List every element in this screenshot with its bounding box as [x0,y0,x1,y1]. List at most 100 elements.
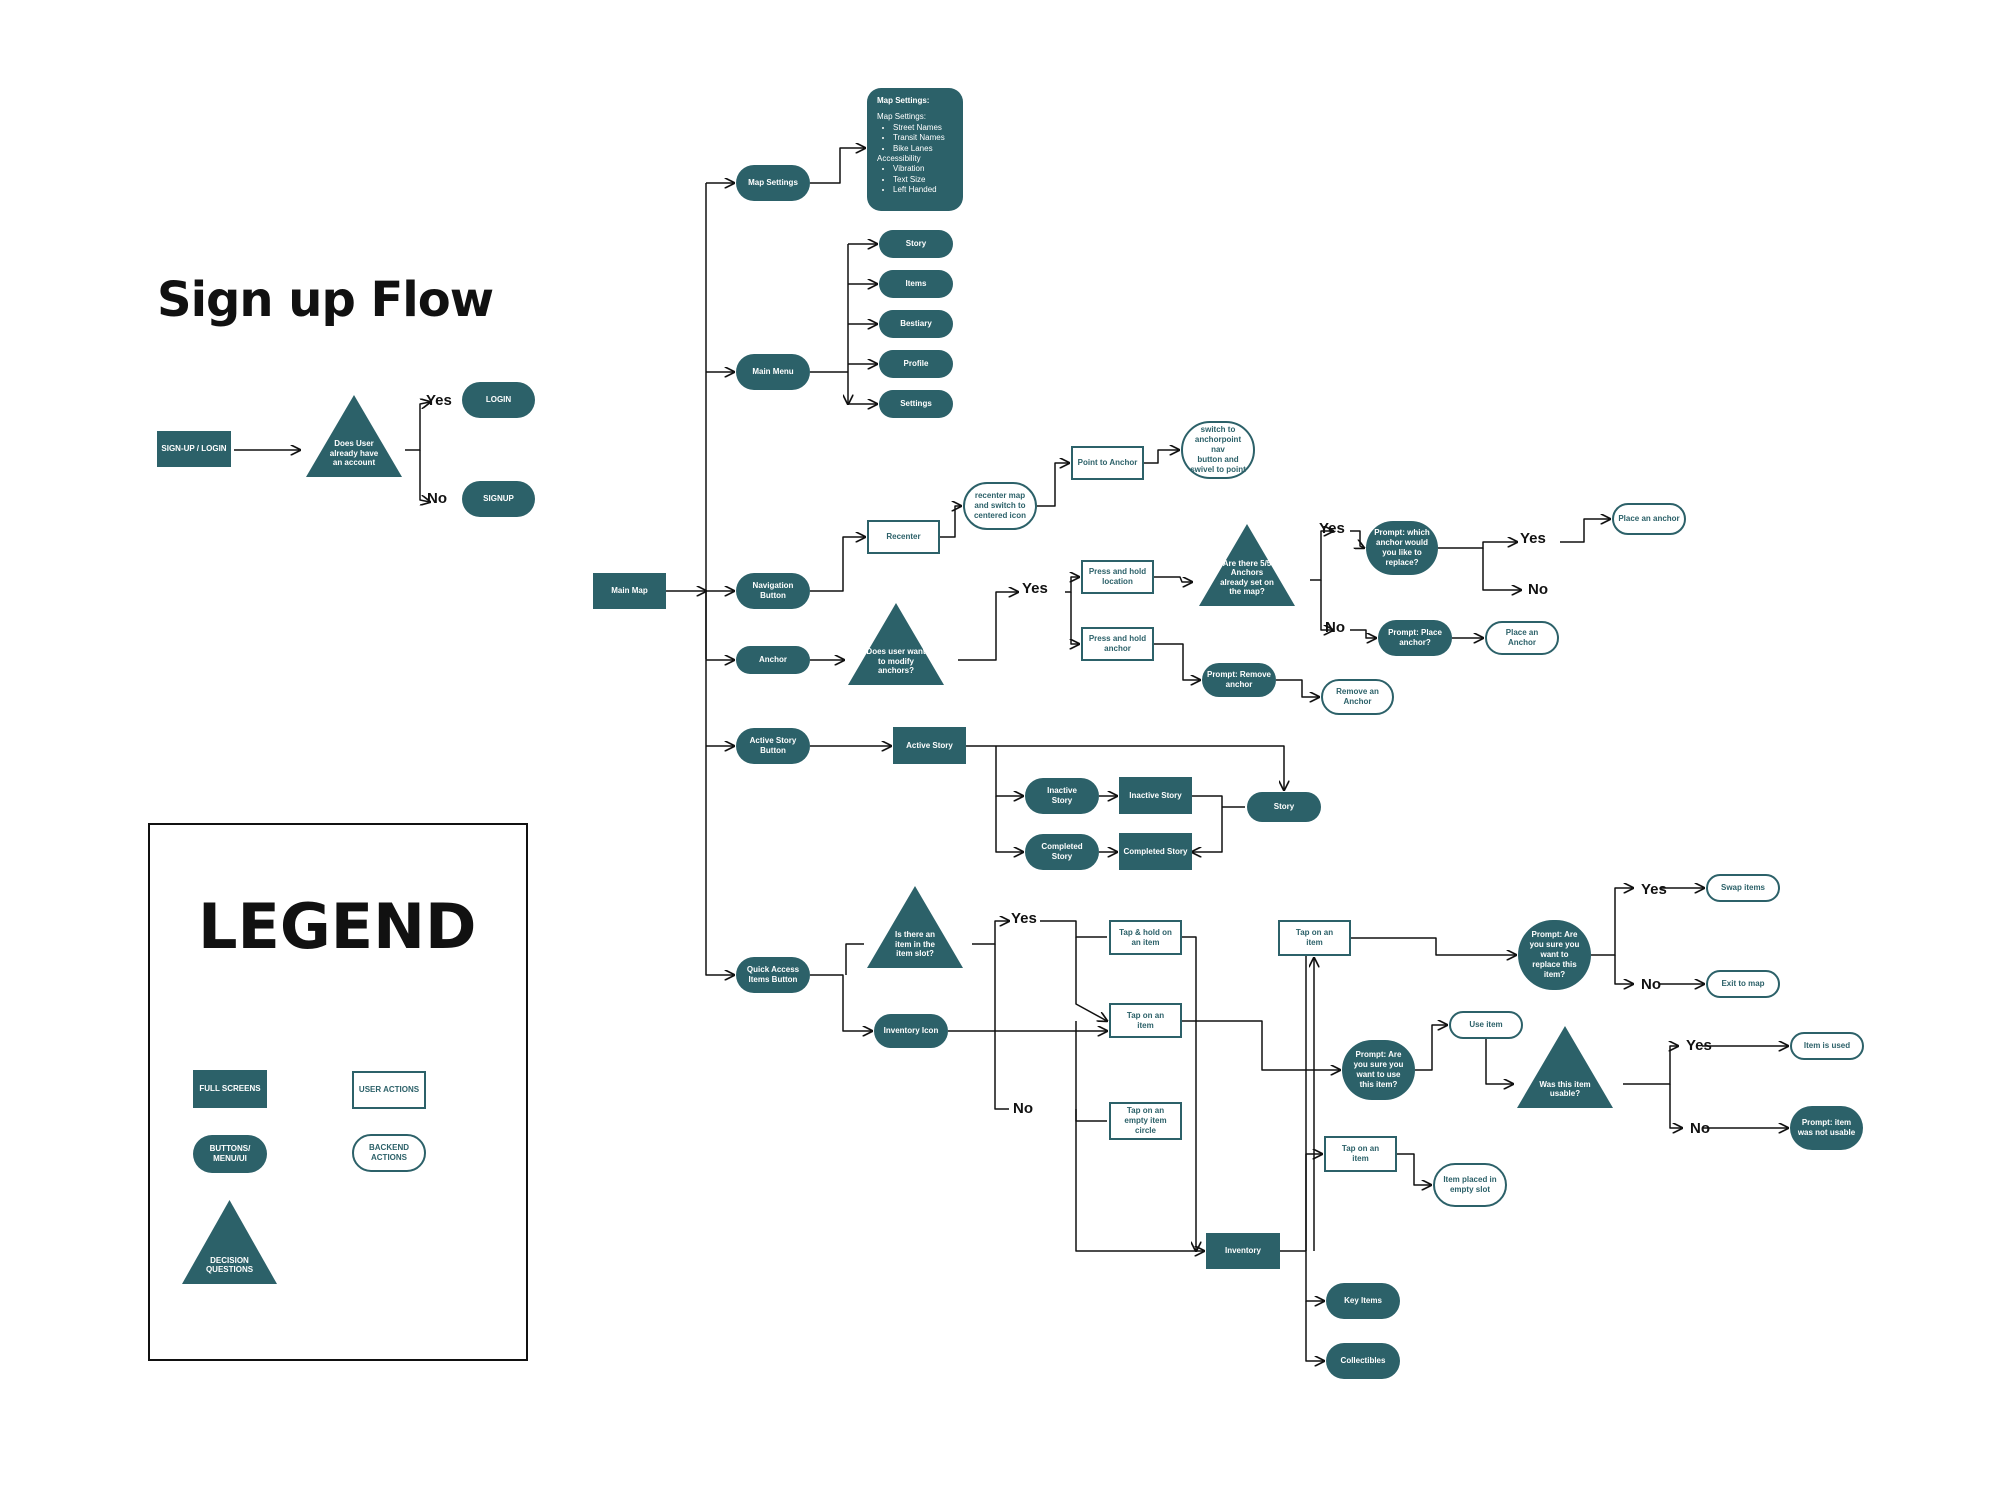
item-not-usable-prompt: Prompt: item was not usable [1790,1106,1863,1150]
anchor-button: Anchor [736,646,810,674]
main-menu-button: Main Menu [736,354,810,390]
connector-line [1623,1046,1678,1085]
slot-yes-label: Yes [1011,910,1037,927]
connector-line [1320,580,1333,630]
replace-yes-label: Yes [1520,530,1546,547]
inventory-screen: Inventory [1206,1233,1280,1269]
replace-item-no-label: No [1641,976,1661,993]
anchors-full-decision: Are there 5/5 Anchors already set on the… [1199,524,1295,606]
connector-line [1669,1084,1682,1128]
active-story-screen: Active Story [893,727,966,764]
connector-line [845,943,864,975]
menu-item-items: Items [879,270,953,298]
connector-line [1040,920,1107,938]
connector-line [1438,542,1517,549]
connector-line [810,537,865,592]
connector-line [1037,463,1069,507]
item-slot-decision: Is there an item in the item slot? [867,886,963,968]
switch-anchor-backend: switch to anchorpoint nav button and swi… [1181,421,1255,479]
inactive-story-screen: Inactive Story [1119,777,1192,814]
connector-line [405,402,430,451]
connector-line [1310,531,1333,581]
menu-item-profile: Profile [879,350,953,378]
legend-full-screens: FULL SCREENS [193,1070,267,1108]
remove-anchor-backend: Remove an Anchor [1321,679,1394,715]
menu-item-settings: Settings [879,390,953,418]
replace-no-label: No [1528,581,1548,598]
item-placed-backend: Item placed in empty slot [1433,1163,1507,1207]
setting-left-handed: Left Handed [893,185,953,195]
signup-yes-label: Yes [426,392,452,409]
connector-line [1154,643,1200,680]
connector-line [1560,519,1610,543]
map-settings-heading: Map Settings: [877,96,930,105]
map-settings-button: Map Settings [736,165,810,201]
tap-item-action-2: Tap on an item [1278,920,1351,956]
active-story-button: Active Story Button [736,728,810,764]
connector-line [958,592,1018,661]
connector-line [1591,888,1633,956]
account-decision: Does User already have an account [306,395,402,477]
map-settings-group1: Map Settings: [877,112,926,122]
completed-story-button: Completed Story [1025,834,1099,870]
page-title: Sign up Flow [157,272,494,328]
connector-line [1485,1039,1513,1084]
connector-line [1154,576,1192,582]
connector-line [1305,1251,1324,1301]
connector-line [940,506,961,538]
menu-item-story: Story [879,230,953,258]
recenter-backend: recenter map and switch to centered icon [963,482,1037,530]
story-button: Story [1247,792,1321,822]
legend-box [148,823,528,1361]
connector-line [1482,548,1521,590]
prompt-which-anchor: Prompt: which anchor would you like to r… [1366,521,1438,575]
connector-line [994,944,1009,1110]
inventory-icon-button: Inventory Icon [874,1014,948,1048]
connector-line [1276,679,1319,697]
login-button: LOGIN [462,382,535,418]
setting-bike-lanes: Bike Lanes [893,144,953,154]
map-settings-group2-list: Vibration Text Size Left Handed [877,164,953,195]
legend-decision: DECISION QUESTIONS [182,1200,277,1284]
connector-line [1305,1154,1322,1251]
inactive-story-button: Inactive Story [1025,778,1099,814]
signup-no-label: No [427,490,447,507]
menu-item-bestiary: Bestiary [879,310,953,338]
connector-line [705,591,734,975]
item-used-backend: Item is used [1790,1032,1864,1060]
prompt-replace-item: Prompt: Are you sure you want to replace… [1518,920,1591,990]
connector-line [1614,955,1633,984]
connector-line [1305,1301,1324,1361]
point-to-anchor-action: Point to Anchor [1071,446,1144,480]
main-map-screen: Main Map [593,573,666,609]
modify-yes-label: Yes [1022,580,1048,597]
tap-item-action-1: Tap on an item [1109,1003,1182,1038]
connector-line [1075,1021,1204,1251]
use-item-backend: Use item [1449,1011,1523,1039]
legend-buttons: BUTTONS/ MENU/UI [193,1135,267,1173]
replace-item-yes-label: Yes [1641,881,1667,898]
swap-items-backend: Swap items [1706,874,1780,902]
connector-line [966,745,1284,790]
collectibles-button: Collectibles [1326,1343,1400,1379]
quick-access-button: Quick Access Items Button [736,957,810,993]
slot-no-label: No [1013,1100,1033,1117]
setting-transit-names: Transit Names [893,133,953,143]
setting-vibration: Vibration [893,164,953,174]
connector-line [1065,577,1079,593]
connector-line [995,796,1023,852]
place-anchor-backend-2: Place an Anchor [1485,621,1559,655]
prompt-remove-anchor: Prompt: Remove anchor [1202,663,1276,697]
usable-no-label: No [1690,1120,1710,1137]
navigation-button: Navigation Button [736,573,810,609]
connector-line [419,450,430,502]
legend-title: LEGEND [198,890,477,963]
item-usable-decision: Was this item usable? [1517,1026,1613,1108]
tap-item-action-3: Tap on an item [1324,1136,1397,1172]
signup-button: SIGNUP [462,481,535,517]
connector-line [1144,450,1179,464]
map-settings-group2: Accessibility [877,153,921,163]
completed-story-screen: Completed Story [1119,833,1192,870]
anchors-no-label: No [1325,619,1345,636]
